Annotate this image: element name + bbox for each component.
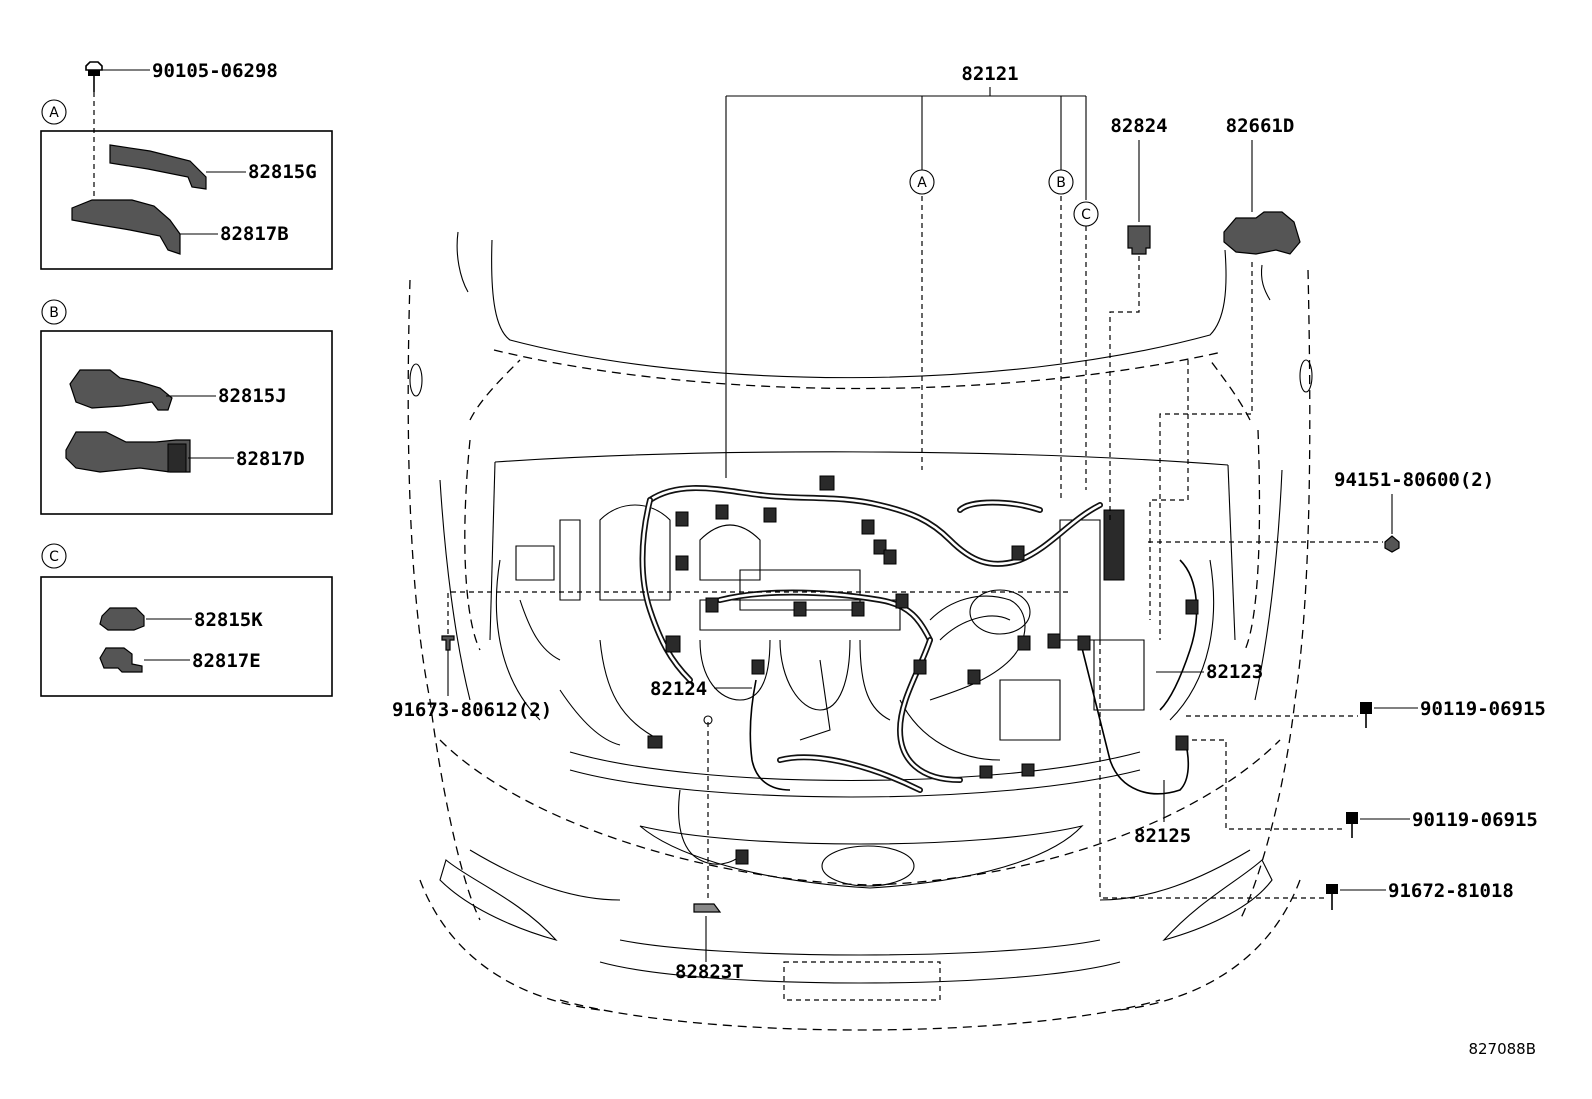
bracket-82817d-icon <box>65 431 191 473</box>
label-82121: 82121 <box>961 63 1018 85</box>
inset-key-b: B <box>49 305 59 321</box>
label-91672-81018: 91672-81018 <box>1388 880 1514 902</box>
label-82824: 82824 <box>1110 115 1167 137</box>
bolt-90105-icon <box>85 61 103 92</box>
label-82661d: 82661D <box>1226 115 1295 137</box>
bracket-82817e-icon <box>99 647 143 673</box>
label-82815g: 82815G <box>248 161 317 183</box>
protector-82815g-icon <box>109 144 207 190</box>
label-82817e: 82817E <box>192 650 261 672</box>
svg-text:A: A <box>917 175 927 191</box>
label-90105-06298: 90105-06298 <box>152 60 278 82</box>
bolt-90119-lower-icon <box>1346 812 1358 838</box>
svg-text:C: C <box>1081 207 1091 223</box>
label-94151-80600: 94151-80600(2) <box>1334 469 1494 491</box>
main-wire-harness-82121 <box>639 475 1199 865</box>
clamp-82823t-icon <box>693 903 722 913</box>
label-82817d: 82817D <box>236 448 305 470</box>
inset-key-c: C <box>49 549 59 565</box>
inset-key-a: A <box>49 105 59 121</box>
branch-marker-a: A <box>909 169 935 195</box>
protector-82815j-icon <box>69 369 173 411</box>
clip-91673-icon <box>441 635 455 651</box>
svg-text:B: B <box>1056 175 1066 191</box>
label-90119-06915-upper: 90119-06915 <box>1420 698 1546 720</box>
nut-94151-icon <box>1384 535 1400 553</box>
label-82125: 82125 <box>1134 825 1191 847</box>
label-91673-80612: 91673-80612(2) <box>392 699 552 721</box>
inset-box-c: C 82815K 82817E <box>40 543 333 697</box>
label-82815k: 82815K <box>194 609 263 631</box>
label-82817b: 82817B <box>220 223 289 245</box>
cover-82824-icon <box>1127 225 1151 255</box>
bracket-82817b-icon <box>71 199 181 255</box>
label-82823t: 82823T <box>675 961 744 983</box>
label-82123: 82123 <box>1206 661 1263 683</box>
illustration-id: 827088B <box>1468 1040 1536 1058</box>
protector-82815k-icon <box>99 607 145 631</box>
label-82815j: 82815J <box>218 385 287 407</box>
branch-marker-b: B <box>1048 169 1074 195</box>
inset-box-a: A 82815G 82817B <box>40 99 333 270</box>
vehicle-body-outline <box>407 231 1313 1031</box>
label-90119-06915-lower: 90119-06915 <box>1412 809 1538 831</box>
branch-marker-c: C <box>1073 201 1099 227</box>
relay-block-82661d-icon <box>1223 211 1301 255</box>
bolt-90119-upper-icon <box>1360 702 1372 728</box>
leader-82121 <box>725 87 1087 500</box>
bolt-91672-icon <box>1326 884 1338 910</box>
label-82124: 82124 <box>650 678 707 700</box>
inset-box-b: B 82815J 82817D <box>40 299 333 515</box>
